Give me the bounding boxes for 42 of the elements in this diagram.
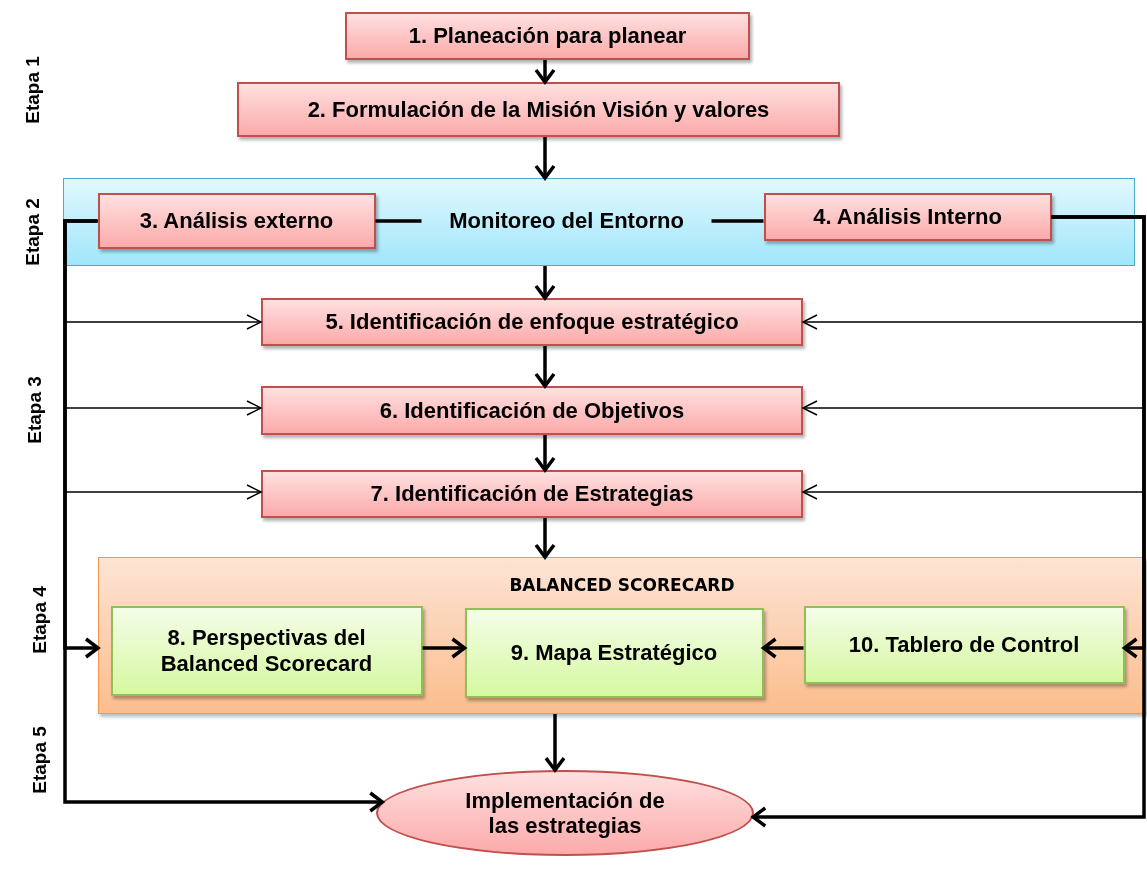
step-label: 10. Tablero de Control — [848, 631, 1080, 658]
step-label: 8. Perspectivas del Balanced Scorecard — [159, 625, 374, 676]
arrow — [63, 219, 385, 813]
band-title: Monitoreo del Entorno — [421, 201, 712, 240]
arrow — [534, 435, 556, 472]
process-box — [803, 605, 1125, 684]
stage-label: Etapa 2 — [21, 198, 44, 266]
step-label: 7. Identificación de Estrategias — [370, 481, 694, 507]
process-box — [345, 12, 750, 60]
connector-line — [375, 219, 422, 223]
step-label: 6. Identificación de Objetivos — [379, 397, 685, 424]
arrow — [534, 266, 556, 300]
process-box — [763, 192, 1052, 241]
step-label: 4. Análisis Interno — [813, 203, 1002, 230]
process-box — [464, 607, 764, 698]
step-label: Implementación de las estrategias — [464, 787, 666, 839]
stage-label: Etapa 5 — [28, 726, 51, 794]
process-box — [97, 192, 376, 249]
step-label: 5. Identificación de enfoque estratégico — [325, 309, 739, 335]
step-label: 9. Mapa Estratégico — [510, 639, 718, 666]
arrow — [544, 714, 566, 772]
arrow — [761, 637, 804, 659]
arrow — [534, 518, 556, 559]
process-box — [237, 82, 840, 137]
step-label: 1. Planeación para planear — [408, 23, 687, 49]
process-box — [110, 605, 423, 696]
stage-band — [63, 178, 1135, 266]
arrow — [534, 60, 556, 84]
process-box — [261, 298, 803, 346]
step-label: 2. Formulación de la Misión Visión y valores — [307, 96, 770, 123]
arrow — [534, 346, 556, 388]
connector-line — [711, 219, 764, 223]
band-heading: BALANCED SCORECARD — [509, 576, 735, 596]
arrow — [422, 637, 467, 659]
process-box — [261, 470, 803, 518]
process-box — [261, 386, 803, 435]
arrow — [751, 215, 1146, 828]
stage-label: Etapa 4 — [28, 586, 51, 654]
step-label: 3. Análisis externo — [139, 207, 334, 234]
arrow — [534, 137, 556, 180]
stage-label: Etapa 3 — [23, 376, 46, 444]
stage-label: Etapa 1 — [21, 56, 44, 124]
